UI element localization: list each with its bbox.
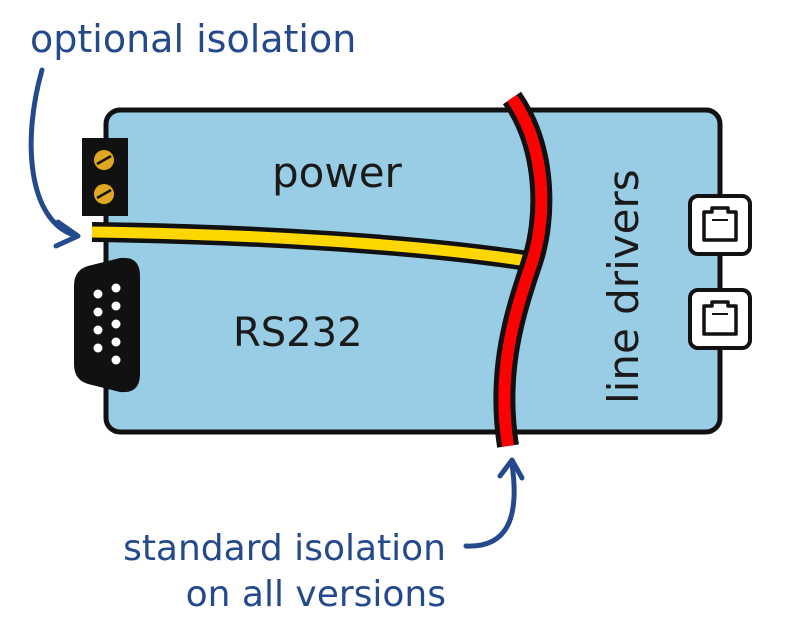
optional-isolation-arrow xyxy=(28,67,81,249)
standard-isolation-barrier xyxy=(493,91,553,448)
rs232-section-label: RS232 xyxy=(233,310,363,356)
power-section-label: power xyxy=(272,148,403,197)
terminal-block xyxy=(82,138,128,216)
optional-isolation-label: optional isolation xyxy=(30,17,356,61)
standard-isolation-arrow xyxy=(463,457,525,549)
screw-terminal-icon xyxy=(94,150,114,204)
standard-isolation-label: standard isolation xyxy=(123,528,446,569)
rj-jack-icon xyxy=(688,194,752,350)
optional-isolation-barrier xyxy=(91,222,536,272)
standard-isolation-sublabel: on all versions xyxy=(186,574,446,615)
db9-connector-icon xyxy=(74,257,140,393)
line-drivers-section-label: line drivers xyxy=(599,169,648,404)
